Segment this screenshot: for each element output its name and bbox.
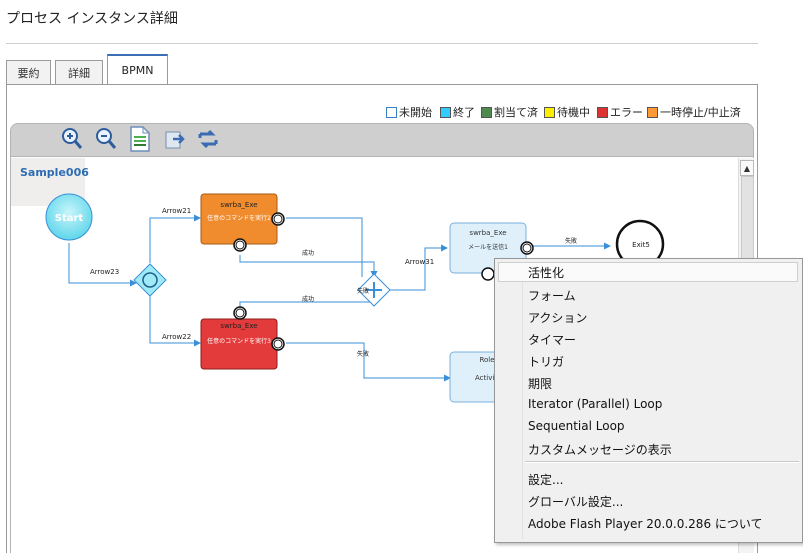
task3-subtitle: メールを送信1	[468, 243, 508, 251]
menu-item-timer[interactable]: タイマー	[528, 333, 577, 347]
menu-item-form[interactable]: フォーム	[528, 289, 576, 303]
gateway-parallel-1	[133, 263, 167, 297]
fail-edge-1	[286, 217, 363, 277]
menu-item-parallel-loop[interactable]: Iterator (Parallel) Loop	[528, 397, 663, 411]
legend-swatch	[647, 106, 658, 118]
legend-swatch	[544, 106, 555, 118]
tab-details[interactable]: 詳細	[55, 60, 103, 84]
legend-label: 一時停止/中止済	[660, 106, 741, 119]
tab-summary[interactable]: 要約	[6, 60, 51, 84]
fail-label-1: 失敗	[357, 287, 369, 295]
fail-label-2: 失敗	[357, 350, 369, 358]
legend-label: 待機中	[557, 106, 590, 119]
refresh-icon[interactable]	[196, 126, 220, 152]
arrow31-edge	[387, 244, 448, 291]
task4-title: Role	[479, 356, 494, 364]
end-label: Exit5	[632, 241, 650, 249]
menu-item-about-flash[interactable]: Adobe Flash Player 20.0.0.286 について	[528, 517, 763, 531]
menu-separator	[525, 461, 799, 462]
success-label-2: 成功	[302, 295, 314, 303]
legend-item-not-started: 未開始	[386, 104, 432, 120]
legend-label: エラー	[610, 106, 643, 119]
menu-item-deadline[interactable]: 期限	[528, 377, 553, 391]
page-title: プロセス インスタンス詳細	[6, 11, 178, 27]
legend-item-error: エラー	[597, 104, 643, 120]
context-menu: 活性化 フォーム アクション タイマー トリガ 期限 Iterator (Par…	[494, 258, 803, 543]
menu-item-global-settings[interactable]: グローバル設定...	[528, 495, 624, 509]
success-edge-1	[239, 255, 378, 278]
menu-highlight	[498, 262, 798, 282]
success-edge-2	[239, 301, 374, 307]
zoom-out-icon[interactable]	[94, 126, 118, 152]
fail-label-3: 失敗	[565, 237, 577, 245]
legend-swatch	[481, 106, 492, 118]
arrow21-label: Arrow21	[162, 207, 191, 215]
document-icon[interactable]	[128, 126, 152, 152]
fail-edge-2	[286, 342, 451, 382]
menu-item-custom-message[interactable]: カスタムメッセージの表示	[528, 443, 672, 457]
arrow31-label: Arrow31	[405, 258, 434, 266]
task3-title: swrba_Exe	[469, 229, 506, 237]
menu-gutter	[522, 262, 523, 539]
export-icon[interactable]	[163, 126, 187, 152]
menu-item-settings[interactable]: 設定...	[528, 473, 564, 487]
tab-bpmn[interactable]: BPMN	[107, 54, 168, 85]
legend-swatch	[440, 106, 451, 118]
task3-boundary-event-2	[481, 267, 495, 281]
legend-item-finished: 終了	[440, 104, 475, 120]
task2-subtitle: 任意のコマンドを実行3	[207, 337, 271, 345]
legend-label: 未開始	[399, 106, 432, 119]
process-name: Sample006	[20, 166, 89, 179]
task1-subtitle: 任意のコマンドを実行2	[207, 214, 271, 222]
gateway-parallel-2	[357, 273, 391, 307]
legend-label: 割当て済	[494, 106, 538, 119]
legend-swatch	[597, 106, 608, 118]
menu-item-trigger[interactable]: トリガ	[528, 355, 565, 369]
legend-swatch	[386, 106, 397, 118]
success-label-1: 成功	[302, 249, 314, 257]
start-event	[45, 193, 93, 241]
legend-item-assigned: 割当て済	[481, 104, 538, 120]
legend-label: 終了	[453, 106, 475, 119]
task2-title: swrba_Exe	[220, 322, 257, 330]
menu-item-action[interactable]: アクション	[528, 311, 588, 325]
arrow23-edge	[68, 243, 137, 287]
legend-item-suspended: 一時停止/中止済	[647, 104, 741, 120]
start-label: Start	[55, 213, 84, 224]
task1-title: swrba_Exe	[220, 201, 257, 209]
menu-item-sequential-loop[interactable]: Sequential Loop	[528, 419, 625, 433]
scroll-up-icon[interactable]: ▲	[740, 160, 754, 176]
legend-item-waiting: 待機中	[544, 104, 590, 120]
task4-subtitle: Activiti	[475, 374, 499, 382]
menu-item-activate[interactable]: 活性化	[528, 266, 565, 280]
zoom-in-icon[interactable]	[60, 126, 84, 152]
arrow21-edge	[149, 214, 201, 263]
arrow23-label: Arrow23	[90, 268, 119, 276]
arrow22-label: Arrow22	[162, 333, 191, 341]
title-divider	[6, 43, 758, 44]
arrow22-edge	[149, 295, 201, 347]
